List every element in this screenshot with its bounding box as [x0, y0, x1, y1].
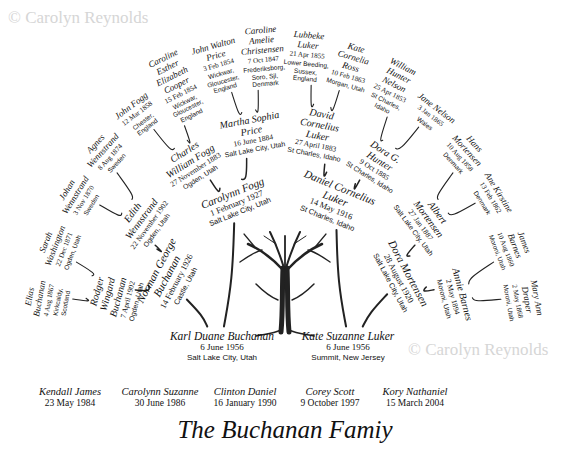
- person-name: Corey Scott: [284, 386, 376, 398]
- branch-line: [187, 300, 207, 327]
- branch-line: [242, 158, 247, 179]
- branch-line: [100, 205, 122, 215]
- branch-line: [76, 262, 93, 276]
- birth-date: 23 May 1984: [24, 398, 116, 408]
- branch-line: [331, 91, 339, 111]
- ancestor-entry: Annie Barnes2 May 1894Moroni, Utah: [432, 263, 476, 330]
- ancestor-entry: Agnes Wennstrand8 Aug 1874Sweden: [77, 124, 135, 183]
- child-entry: Kendall James23 May 1984: [24, 386, 116, 409]
- branch-line: [437, 173, 453, 199]
- ancestor-entry: Martha Sophia Price16 June 1884Salt Lake…: [218, 109, 286, 160]
- ancestor-entry: James Barnes10 Aug 1860Moroni, Utah: [485, 219, 536, 275]
- child-entry: Clinton Daniel16 January 1990: [199, 386, 291, 409]
- branch-line: [448, 203, 475, 215]
- person-name: Kendall James: [24, 386, 116, 398]
- birth-date: 16 January 1990: [199, 398, 291, 408]
- branch-line: [185, 126, 190, 143]
- ancestor-entry: Elias Buchanan4 Aug 1867Kirkcaldy, Scotl…: [21, 274, 72, 327]
- branch-line: [424, 287, 434, 291]
- person-name: Carolynn Suzanne: [114, 386, 206, 398]
- ancestor-entry: Ane Kirstine13 Feb 1862Denmark: [467, 171, 514, 224]
- ancestor-entry: Kate Suzanne Luker6 June 1956Summit, New…: [288, 330, 408, 363]
- watermark: © Carolyn Reynolds: [8, 8, 148, 28]
- branch-line: [363, 294, 387, 326]
- birth-place: Lower Beeding, Sussex, England: [282, 58, 330, 84]
- person-name: Kory Nathaniel: [369, 386, 461, 398]
- person-name: Kate Suzanne Luker: [288, 330, 408, 343]
- ancestor-entry: Rodger Wingard Buchanan7 April 1902Ogden…: [83, 260, 148, 333]
- branch-line: [396, 127, 419, 149]
- ancestor-entry: Charles William Fogg27 November 1883Ogde…: [155, 131, 229, 198]
- branch-line: [210, 180, 220, 191]
- person-name: Lubbeke Luker: [285, 29, 333, 53]
- person-name: Caroline Amelie Christensen: [237, 24, 286, 58]
- branch-line: [154, 130, 174, 150]
- birth-date: 30 June 1986: [114, 398, 206, 408]
- ancestor-entry: Karl Duane Buchanan6 June 1956Salt Lake …: [162, 330, 282, 363]
- child-entry: Carolynn Suzanne30 June 1986: [114, 386, 206, 409]
- tree-branches: [240, 232, 330, 336]
- person-name: Clinton Daniel: [199, 386, 291, 398]
- branch-line: [117, 173, 133, 199]
- ancestor-entry: Sarah Washington22 Dec 1871Ogden, Utah: [34, 219, 85, 275]
- branch-line: [472, 298, 500, 301]
- person-name: Karl Duane Buchanan: [162, 330, 282, 343]
- ancestor-entry: John Walton Price3 Feb 1854Wickwar, Glou…: [190, 36, 248, 98]
- branch-line: [336, 230, 346, 326]
- branch-line: [73, 298, 89, 301]
- child-entry: Corey Scott9 October 1997: [284, 386, 376, 409]
- branch-line: [469, 262, 494, 284]
- birth-date: 15 March 2004: [369, 398, 461, 408]
- ancestor-entry: David Cornelius Luker27 April 1883St Cha…: [282, 103, 352, 165]
- birth-place: Summit, New Jersey: [288, 354, 408, 363]
- branch-line: [256, 90, 259, 112]
- ancestor-entry: Lubbeke Luker21 Apr 1855Lower Beeding, S…: [282, 29, 333, 84]
- birth-date: 6 June 1956: [288, 343, 408, 353]
- birth-place: Salt Lake City, Utah: [162, 354, 282, 363]
- ancestor-entry: Mary Ann Draper2 May 1868Moroni, Utah: [501, 274, 545, 326]
- child-entry: Kory Nathaniel15 March 2004: [369, 386, 461, 409]
- branch-line: [224, 223, 234, 326]
- ancestor-entry: Johan Wennstrand3 Nov 1870Sweden: [51, 168, 106, 226]
- birth-date: 9 October 1997: [284, 398, 376, 408]
- birth-place: Frederiksborg, Soro, Sjl, Denmark: [241, 63, 289, 89]
- branch-line: [407, 245, 415, 256]
- chart-title: The Buchanan Famiy: [0, 416, 570, 444]
- ancestor-entry: Caroline Amelie Christensen7 Oct 1847Fre…: [237, 24, 288, 89]
- watermark: © Carolyn Reynolds: [408, 340, 548, 360]
- birth-date: 6 June 1956: [162, 343, 282, 353]
- branch-line: [232, 92, 242, 114]
- ancestor-entry: Jane Nelson3 Jan 1865Wales: [405, 91, 458, 140]
- ancestor-entry: Carolynn Fogg1 February 1927Salt Lake Ci…: [191, 171, 281, 232]
- branch-line: [311, 85, 314, 107]
- ancestor-entry: Kate Cornelia Ross10 Feb 1863Morgan, Uta…: [323, 38, 380, 95]
- branch-line: [381, 117, 387, 141]
